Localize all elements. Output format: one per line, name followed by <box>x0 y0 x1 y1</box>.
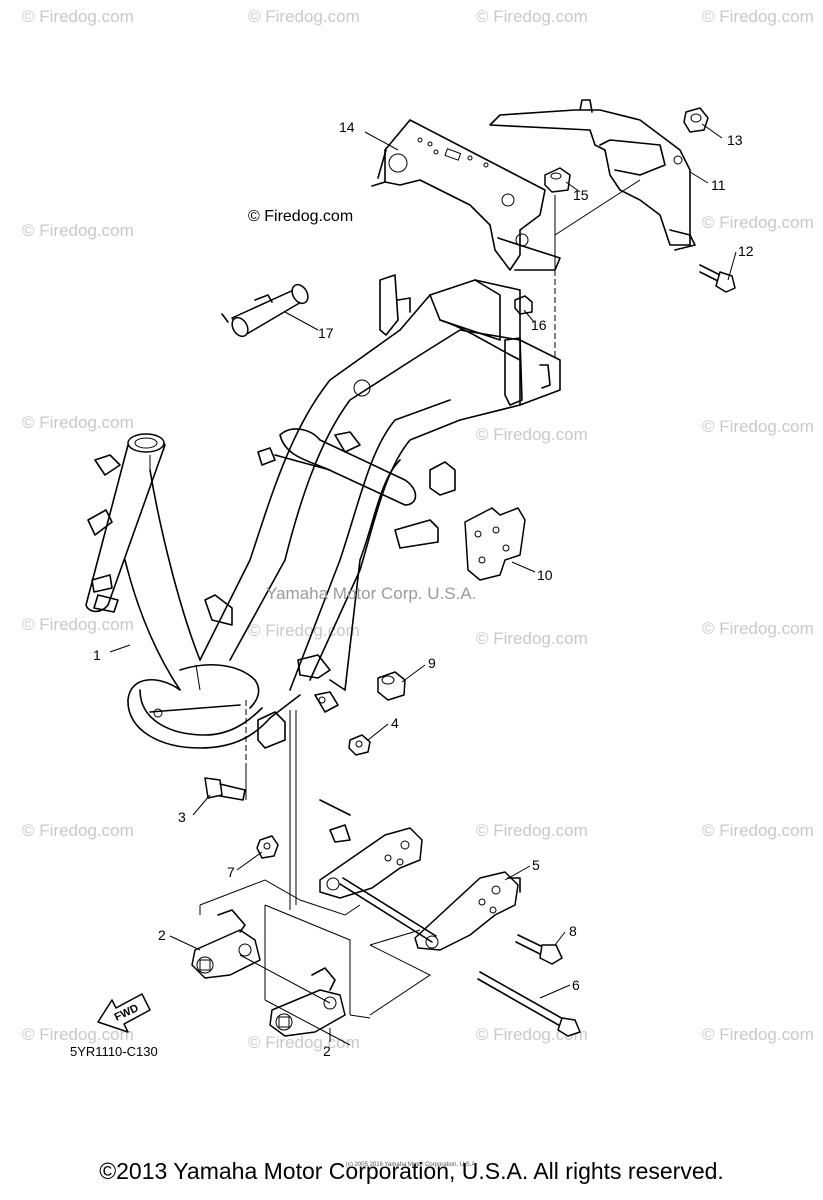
watermark: © Firedog.com <box>476 629 588 648</box>
callout-14: 14 <box>339 119 355 135</box>
callout-5: 5 <box>532 857 540 873</box>
part-13-nut <box>683 107 709 133</box>
watermark: © Firedog.com <box>248 621 360 640</box>
watermark-grid: © Firedog.com © Firedog.com © Firedog.co… <box>22 7 814 1052</box>
part-9-damper <box>377 671 406 701</box>
callout-12: 12 <box>738 243 754 259</box>
callout-11: 11 <box>711 177 726 193</box>
part-2-link-right <box>269 967 346 1037</box>
callouts: 1 2 2 3 4 5 6 7 8 9 10 11 12 13 14 15 16… <box>93 119 754 1059</box>
callout-4: 4 <box>391 715 399 731</box>
callout-8: 8 <box>569 923 577 939</box>
part-5-spacer-rod <box>339 877 437 943</box>
part-17-cylinder <box>221 283 309 338</box>
watermark: © Firedog.com <box>248 1033 360 1052</box>
part-5-bracket-rear <box>414 871 521 951</box>
part-5-bracket-front <box>319 799 423 899</box>
part-16-block <box>514 295 533 315</box>
callout-9: 9 <box>428 655 436 671</box>
watermark: © Firedog.com <box>702 1025 814 1044</box>
part-14-bracket <box>371 119 561 271</box>
watermark: © Firedog.com <box>22 413 134 432</box>
callout-3: 3 <box>178 809 186 825</box>
watermark: © Firedog.com <box>22 615 134 634</box>
callout-2: 2 <box>158 927 166 943</box>
watermark: © Firedog.com <box>702 7 814 26</box>
part-11-bracket <box>489 99 696 251</box>
tiny-copyright: (c) 2005 2016 Yamaha Motor Corporation, … <box>345 1162 478 1168</box>
callout-15: 15 <box>573 187 589 203</box>
watermark: © Firedog.com <box>22 821 134 840</box>
part-2-link-left <box>191 909 261 979</box>
copyright-footer: ©2013 Yamaha Motor Corporation, U.S.A. A… <box>99 1158 724 1184</box>
callout-2: 2 <box>323 1043 331 1059</box>
part-1-frame <box>85 274 561 749</box>
part-4-nut <box>348 734 371 756</box>
watermark: © Firedog.com <box>476 7 588 26</box>
callout-7: 7 <box>227 864 235 880</box>
callout-13: 13 <box>727 132 743 148</box>
watermark: © Firedog.com <box>702 213 814 232</box>
callout-17: 17 <box>318 325 334 341</box>
callout-10: 10 <box>537 567 553 583</box>
callout-16: 16 <box>531 317 547 333</box>
watermark: © Firedog.com <box>22 7 134 26</box>
watermark: © Firedog.com <box>22 221 134 240</box>
watermark: © Firedog.com <box>702 821 814 840</box>
part-8-bolt <box>515 934 563 965</box>
part-6-bolt <box>477 971 581 1037</box>
part-3-stud <box>204 700 247 801</box>
callout-1: 1 <box>93 647 101 663</box>
site-label: © Firedog.com <box>248 208 354 225</box>
part-7-nut <box>256 835 279 859</box>
watermark: © Firedog.com <box>702 417 814 436</box>
part-10-plate <box>464 507 526 581</box>
part-15-grommet <box>544 167 571 193</box>
watermark: © Firedog.com <box>248 7 360 26</box>
guide-lines-upper <box>554 179 641 360</box>
guide-lines-lower <box>149 455 431 1046</box>
callout-leaders <box>109 123 737 1042</box>
watermark: © Firedog.com <box>702 619 814 638</box>
watermark: © Firedog.com <box>22 1025 134 1044</box>
diagram-code: 5YR1110-C130 <box>70 1044 158 1059</box>
callout-6: 6 <box>572 977 580 993</box>
part-12-bolt <box>699 264 736 293</box>
center-watermark: Yamaha Motor Corp. U.S.A. <box>266 584 477 603</box>
watermark: © Firedog.com <box>476 821 588 840</box>
watermark: © Firedog.com <box>476 425 588 444</box>
fwd-arrow-icon: FWD <box>97 993 151 1033</box>
